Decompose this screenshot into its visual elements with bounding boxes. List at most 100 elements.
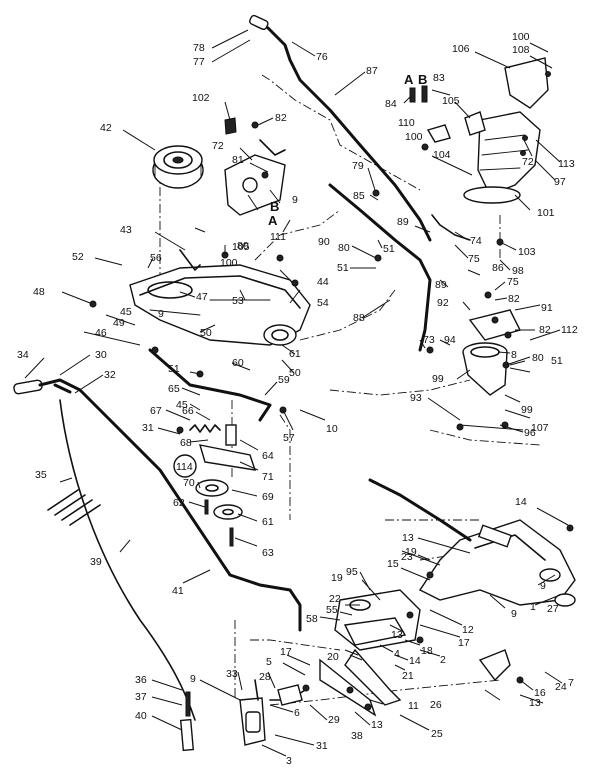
callout-51: 51 bbox=[383, 243, 395, 255]
callout-29: 29 bbox=[328, 714, 340, 726]
callout-86: 86 bbox=[492, 262, 504, 274]
callout-50: 50 bbox=[289, 367, 301, 379]
callout-9: 9 bbox=[540, 580, 546, 592]
callout-91: 91 bbox=[541, 302, 553, 314]
callout-56: 56 bbox=[150, 252, 162, 264]
callout-72: 72 bbox=[522, 156, 534, 168]
arrow-35-icon bbox=[47, 489, 101, 526]
callout-31: 31 bbox=[142, 422, 154, 434]
chute-rotation-rod bbox=[328, 183, 471, 352]
callout-82: 82 bbox=[275, 112, 287, 124]
callout-26: 26 bbox=[430, 699, 442, 711]
callout-94: 94 bbox=[444, 334, 456, 346]
callout-50: 50 bbox=[200, 327, 212, 339]
callout-B: B bbox=[270, 199, 279, 214]
callout-22: 22 bbox=[329, 593, 341, 605]
callout-4: 4 bbox=[394, 648, 400, 660]
callout-89: 89 bbox=[435, 279, 447, 291]
callout-64: 64 bbox=[262, 450, 274, 462]
callout-44: 44 bbox=[317, 276, 329, 288]
callout-49: 49 bbox=[113, 317, 125, 329]
callout-99: 99 bbox=[521, 404, 533, 416]
callout-103: 103 bbox=[518, 246, 536, 258]
callout-54: 54 bbox=[317, 297, 329, 309]
callout-100: 100 bbox=[220, 257, 238, 269]
callout-82: 82 bbox=[539, 324, 551, 336]
callout-71: 71 bbox=[262, 471, 274, 483]
callout-87: 87 bbox=[366, 65, 378, 77]
callout-61: 61 bbox=[262, 516, 274, 528]
callout-34: 34 bbox=[17, 349, 29, 361]
handlebar bbox=[13, 378, 302, 632]
callout-89: 89 bbox=[397, 216, 409, 228]
callout-48: 48 bbox=[33, 286, 45, 298]
callout-72: 72 bbox=[212, 140, 224, 152]
callout-68: 68 bbox=[180, 437, 192, 449]
callout-11: 11 bbox=[408, 700, 419, 712]
callout-10: 10 bbox=[326, 423, 338, 435]
callout-40: 40 bbox=[135, 710, 147, 722]
callout-98: 98 bbox=[512, 265, 524, 277]
callout-45: 45 bbox=[176, 399, 188, 411]
callout-100: 100 bbox=[512, 31, 530, 43]
callout-70: 70 bbox=[183, 477, 195, 489]
callout-23: 23 bbox=[401, 551, 413, 563]
callout-102: 102 bbox=[192, 92, 210, 104]
control-cable bbox=[59, 399, 196, 721]
callout-67: 67 bbox=[150, 405, 162, 417]
callout-75: 75 bbox=[468, 253, 480, 265]
callout-labels: 78 77 76 87 100 108 106 A B 83 84 105 11… bbox=[17, 31, 578, 767]
callout-57: 57 bbox=[283, 432, 295, 444]
callout-80: 80 bbox=[532, 352, 544, 364]
callout-80: 80 bbox=[237, 240, 249, 252]
callout-9: 9 bbox=[511, 608, 517, 620]
idler-pulley-assembly bbox=[189, 424, 257, 547]
callout-62: 62 bbox=[173, 497, 185, 509]
callout-38: 38 bbox=[351, 730, 363, 742]
callout-105: 105 bbox=[442, 95, 460, 107]
shift-lever bbox=[148, 348, 272, 422]
chute-control-rod bbox=[249, 14, 432, 242]
callout-35: 35 bbox=[35, 469, 47, 481]
callout-31: 31 bbox=[316, 740, 328, 752]
lower-right-frame bbox=[368, 478, 576, 607]
callout-18: 18 bbox=[421, 645, 433, 657]
callout-95: 95 bbox=[346, 566, 358, 578]
callout-13: 13 bbox=[402, 532, 414, 544]
discharge-chute bbox=[463, 57, 551, 204]
callout-5: 5 bbox=[266, 656, 272, 668]
callout-32: 32 bbox=[104, 369, 116, 381]
callout-93: 93 bbox=[410, 392, 422, 404]
callout-65: 65 bbox=[168, 383, 180, 395]
callout-60: 60 bbox=[232, 357, 244, 369]
callout-12: 12 bbox=[462, 624, 474, 636]
callout-15: 15 bbox=[387, 558, 399, 570]
callout-41: 41 bbox=[172, 585, 184, 597]
callout-111: 111 bbox=[270, 231, 286, 243]
callout-88: 88 bbox=[353, 312, 365, 324]
callout-14: 14 bbox=[515, 496, 527, 508]
callout-9: 9 bbox=[190, 673, 196, 685]
callout-13: 13 bbox=[391, 629, 403, 641]
callout-100: 100 bbox=[405, 131, 423, 143]
callout-83: 83 bbox=[433, 72, 445, 84]
callout-7: 7 bbox=[568, 677, 574, 689]
callout-79: 79 bbox=[352, 160, 364, 172]
callout-76: 76 bbox=[316, 51, 328, 63]
callout-90: 90 bbox=[318, 236, 330, 248]
callout-30: 30 bbox=[95, 349, 107, 361]
callout-51: 51 bbox=[168, 363, 180, 375]
callout-46: 46 bbox=[95, 327, 107, 339]
callout-45: 45 bbox=[120, 306, 132, 318]
callout-85: 85 bbox=[353, 190, 365, 202]
callout-25: 25 bbox=[431, 728, 443, 740]
callout-114: 114 bbox=[176, 461, 193, 473]
callout-113: 113 bbox=[558, 158, 575, 170]
callout-42: 42 bbox=[100, 122, 112, 134]
callout-110: 110 bbox=[398, 117, 415, 129]
callout-61: 61 bbox=[289, 348, 301, 360]
callout-47: 47 bbox=[196, 291, 208, 303]
callout-97: 97 bbox=[554, 176, 566, 188]
callout-52: 52 bbox=[72, 251, 84, 263]
callout-58: 58 bbox=[306, 613, 318, 625]
